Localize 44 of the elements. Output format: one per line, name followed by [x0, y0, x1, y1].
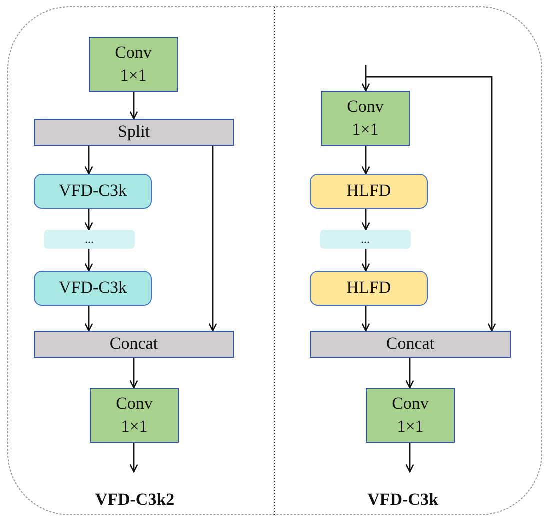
block-label: VFD-C3k: [58, 277, 127, 300]
conv-block: [89, 37, 178, 92]
layer-bar: [310, 331, 511, 358]
ellipsis-block: [44, 230, 135, 249]
arrow: [406, 443, 414, 473]
arrow: [366, 76, 496, 332]
module-block: [310, 174, 428, 209]
block-label: HLFD: [346, 277, 392, 300]
block-label: Concat: [386, 333, 435, 356]
layer-bar: [34, 331, 234, 358]
block-label: Split: [118, 121, 150, 144]
arrow: [84, 249, 94, 272]
conv-block: [366, 388, 455, 443]
block-label: Conv 1×1: [114, 42, 153, 86]
module-block: [310, 271, 428, 306]
block-label: Concat: [110, 333, 158, 356]
block-label: Conv 1×1: [391, 393, 430, 438]
block-label: ...: [85, 232, 94, 248]
panel-title: VFD-C3k2: [95, 490, 175, 510]
arrow: [84, 306, 94, 332]
arrow: [130, 92, 138, 120]
module-block: [34, 174, 152, 209]
arrow: [406, 358, 414, 389]
ellipsis-block: [320, 230, 411, 249]
arrow: [130, 443, 138, 473]
block-label: Conv 1×1: [346, 96, 385, 140]
arrow: [362, 146, 370, 175]
layer-bar: [34, 119, 234, 146]
block-label: ...: [361, 232, 370, 248]
arrow: [362, 65, 370, 92]
arrow: [208, 146, 218, 332]
arrow: [362, 306, 370, 332]
arrow: [130, 358, 138, 389]
block-label: HLFD: [346, 180, 392, 202]
arrow: [362, 209, 370, 231]
block-label: VFD-C3k: [58, 180, 127, 202]
module-block: [34, 271, 152, 306]
arrow: [84, 209, 94, 231]
block-label: Conv 1×1: [115, 393, 154, 438]
arrow: [362, 249, 370, 272]
conv-block: [321, 91, 410, 146]
arrow: [84, 146, 94, 175]
conv-block: [90, 388, 179, 443]
panel-title: VFD-C3k: [368, 490, 438, 510]
